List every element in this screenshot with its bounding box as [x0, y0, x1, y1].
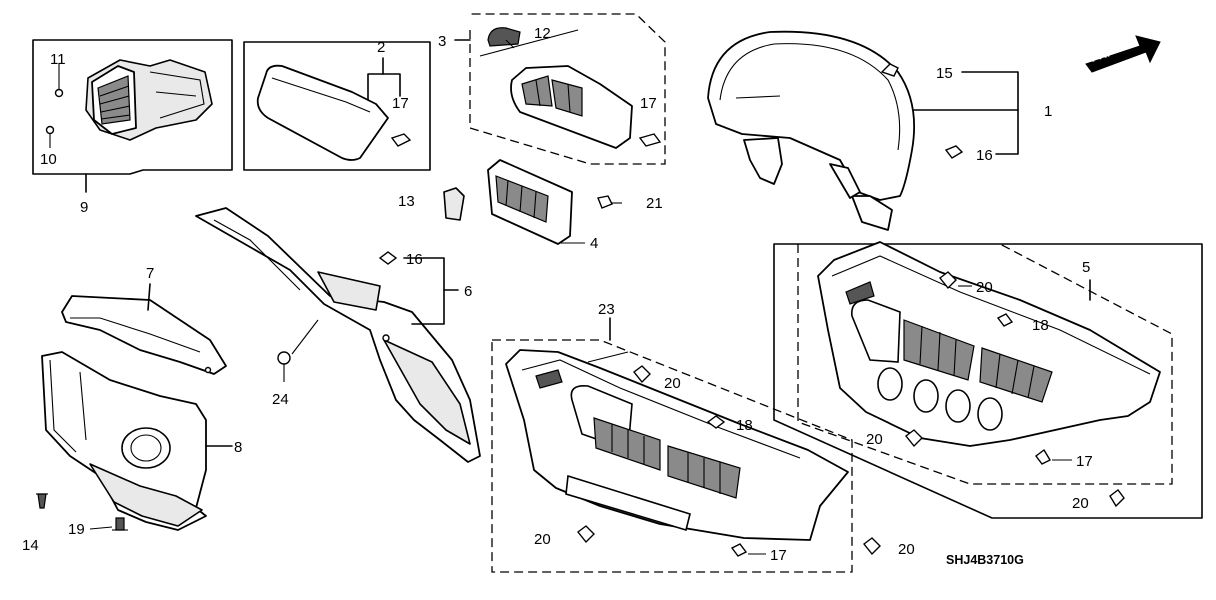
part-12-switch [487, 27, 521, 49]
part-11-clip [54, 88, 64, 98]
part-10-clip [45, 125, 55, 135]
label-18-a: 18 [736, 417, 753, 434]
label-7: 7 [146, 265, 154, 282]
part-1-meter-visor [707, 30, 915, 231]
group-23-bracket [491, 317, 853, 573]
label-1: 1 [1044, 103, 1052, 120]
front-arrow-label: FR. [1089, 46, 1112, 65]
label-11: 11 [50, 51, 66, 68]
part-9-side-vent [85, 59, 213, 141]
label-24: 24 [272, 391, 289, 408]
part-6-leader [403, 257, 459, 325]
part-20-clip-d [939, 271, 957, 290]
label-6: 6 [464, 283, 472, 300]
part-19-screw [112, 517, 128, 531]
part-14-screw [36, 493, 48, 509]
group-2-bracket [243, 41, 431, 171]
label-14: 14 [22, 537, 39, 554]
part-20-clip-b [577, 525, 595, 544]
label-17-c: 17 [770, 547, 787, 564]
part-7-upper-cover [61, 295, 227, 375]
label-21: 21 [646, 195, 663, 212]
part-number-labels: 11 10 9 2 17 3 12 17 15 1 16 13 21 4 16 … [22, 25, 1093, 567]
label-13: 13 [398, 193, 415, 210]
part-17-clip-b [638, 133, 662, 147]
part-3-center-vent [510, 65, 633, 149]
part-15-clip [880, 63, 899, 77]
label-8: 8 [234, 439, 242, 456]
part-17-clip-d [1035, 448, 1051, 465]
diagram-code: SHJ4B3710G [946, 553, 1024, 567]
group-3-bracket [454, 13, 666, 165]
label-3: 3 [438, 33, 446, 50]
label-20-a: 20 [664, 375, 681, 392]
part-13-cap [443, 187, 465, 221]
label-17-b: 17 [640, 95, 657, 112]
part-8-lower-cover [41, 351, 207, 531]
label-15: 15 [936, 65, 953, 82]
part-21-clip [597, 195, 622, 209]
label-20-d: 20 [976, 279, 993, 296]
part-18-clip-a [706, 415, 726, 429]
label-2: 2 [377, 39, 385, 56]
label-19: 19 [68, 521, 85, 538]
part-2-lid [256, 64, 389, 161]
label-23: 23 [598, 301, 615, 318]
label-16-a: 16 [976, 147, 993, 164]
part-16-clip-b [378, 251, 398, 265]
part-20-clip-a [633, 365, 651, 384]
front-direction-arrow: FR. [1085, 35, 1161, 73]
label-9: 9 [80, 199, 88, 216]
label-20-e: 20 [866, 431, 883, 448]
part-23-center-panel [505, 349, 849, 541]
label-12: 12 [534, 25, 551, 42]
part-20-clip-f [1109, 489, 1125, 508]
group-5-bracket [773, 243, 1203, 519]
part-17-clip-c [730, 543, 748, 557]
label-17-a: 17 [392, 95, 409, 112]
group-9-bracket [32, 39, 233, 193]
label-4: 4 [590, 235, 598, 252]
label-20-c: 20 [898, 541, 915, 558]
part-24-clip [277, 319, 319, 382]
part-20-clip-c [863, 537, 881, 556]
label-18-b: 18 [1032, 317, 1049, 334]
part-20-clip-e [905, 429, 923, 448]
label-10: 10 [40, 151, 57, 168]
part-16-clip-a [944, 145, 964, 159]
part-4-switch-bezel [487, 159, 573, 245]
label-16-b: 16 [406, 251, 423, 268]
part-5-right-panel [817, 241, 1161, 447]
label-20-b: 20 [534, 531, 551, 548]
part-17-clip-a [390, 133, 412, 147]
part-1-leader [913, 71, 1019, 155]
label-17-d: 17 [1076, 453, 1093, 470]
part-7-leader [147, 283, 151, 311]
part-18-clip-b [996, 313, 1014, 327]
part-6-knee-panel [195, 207, 481, 463]
label-20-f: 20 [1072, 495, 1089, 512]
label-5: 5 [1082, 259, 1090, 276]
